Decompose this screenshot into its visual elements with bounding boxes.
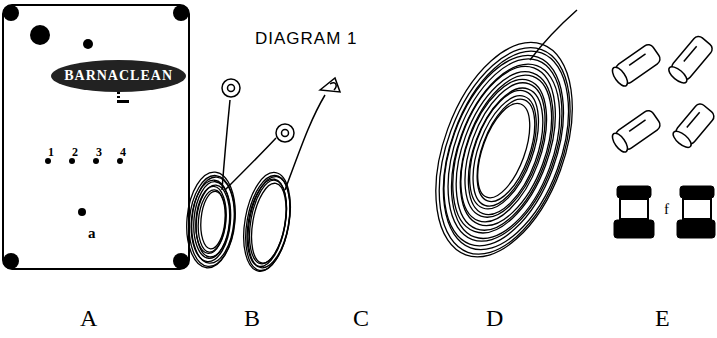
panel-fixings <box>3 5 189 269</box>
part-letter: E <box>655 306 670 330</box>
logo-oval: BARNACLEAN <box>51 60 186 92</box>
diagram-title: DIAGRAM 1 <box>255 30 358 47</box>
cable-glands <box>614 186 715 238</box>
part-letter: C <box>353 306 369 330</box>
callout-letter: f <box>664 202 669 217</box>
control-box: 1 2 3 4 a BARNACLEAN <box>2 4 190 270</box>
brand-logo: BARNACLEAN <box>64 69 173 83</box>
part-letter: B <box>244 306 260 330</box>
part-letter: a <box>88 226 96 241</box>
connector-sleeves <box>610 34 717 154</box>
switch-number: 3 <box>96 146 102 158</box>
part-letter: D <box>486 306 503 330</box>
switch-number: 4 <box>120 146 126 158</box>
cable-ends <box>222 10 577 190</box>
part-letter: A <box>80 306 97 330</box>
switch-number: 1 <box>48 146 54 158</box>
cable-coils <box>183 24 599 276</box>
switch-number: 2 <box>72 146 78 158</box>
